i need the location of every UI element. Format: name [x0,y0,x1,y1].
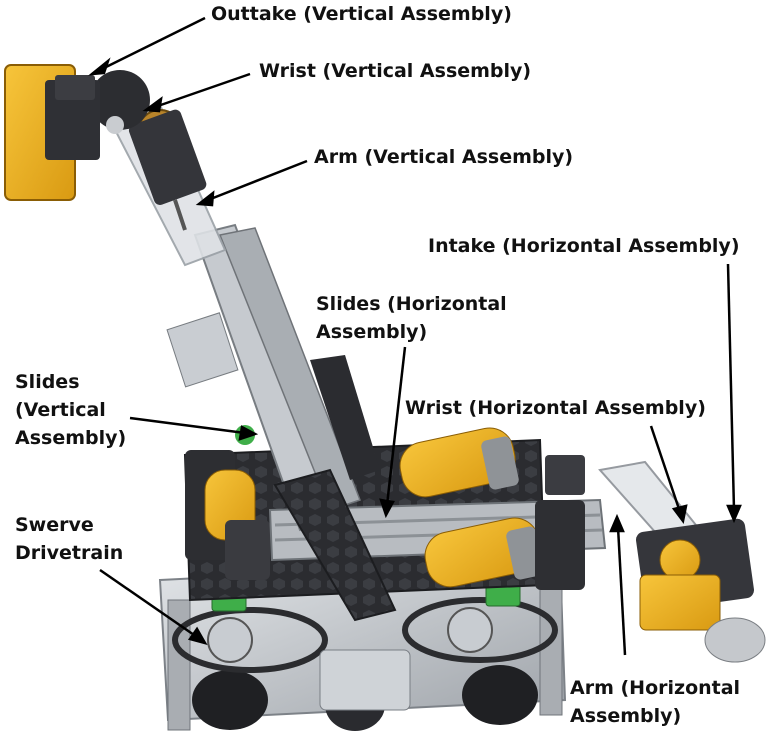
label-outtake-vertical: Outtake (Vertical Assembly) [211,0,512,28]
vertical-wrist [90,70,207,205]
label-wrist-horizontal: Wrist (Horizontal Assembly) [405,394,706,422]
label-wrist-vertical: Wrist (Vertical Assembly) [259,57,531,85]
arm-pin [173,199,187,231]
label-text-line2: (Vertical [15,399,106,421]
label-text: Outtake (Vertical Assembly) [211,3,512,25]
label-text-line1: Arm (Horizontal [570,677,741,699]
label-text-line1: Swerve [15,514,94,536]
label-arm-vertical: Arm (Vertical Assembly) [314,143,573,171]
label-text-line2: Assembly) [316,321,428,343]
label-text-line2: Drivetrain [15,542,124,564]
label-swerve-drivetrain: Swerve Drivetrain [15,511,123,567]
label-text-line1: Slides [15,371,80,393]
label-text: Arm (Vertical Assembly) [314,146,574,168]
label-intake-horizontal: Intake (Horizontal Assembly) [428,232,740,260]
label-text: Intake (Horizontal Assembly) [428,235,740,257]
label-arm-horizontal: Arm (Horizontal Assembly) [570,674,740,730]
label-slides-vertical: Slides (Vertical Assembly) [15,368,126,452]
chassis [158,558,567,731]
label-text-line2: Assembly) [570,705,682,727]
annotation-arrows [88,16,742,656]
label-text: Wrist (Horizontal Assembly) [405,397,706,419]
horizontal-intake [598,460,766,663]
label-text-line3: Assembly) [15,427,127,449]
label-text-line1: Slides (Horizontal [316,293,507,315]
label-text: Wrist (Vertical Assembly) [259,60,532,82]
label-slides-horizontal: Slides (Horizontal Assembly) [316,290,507,346]
vertical-slides [166,223,397,622]
vertical-outtake [4,64,100,201]
left-motor [185,425,270,580]
arrowhead [88,57,111,76]
